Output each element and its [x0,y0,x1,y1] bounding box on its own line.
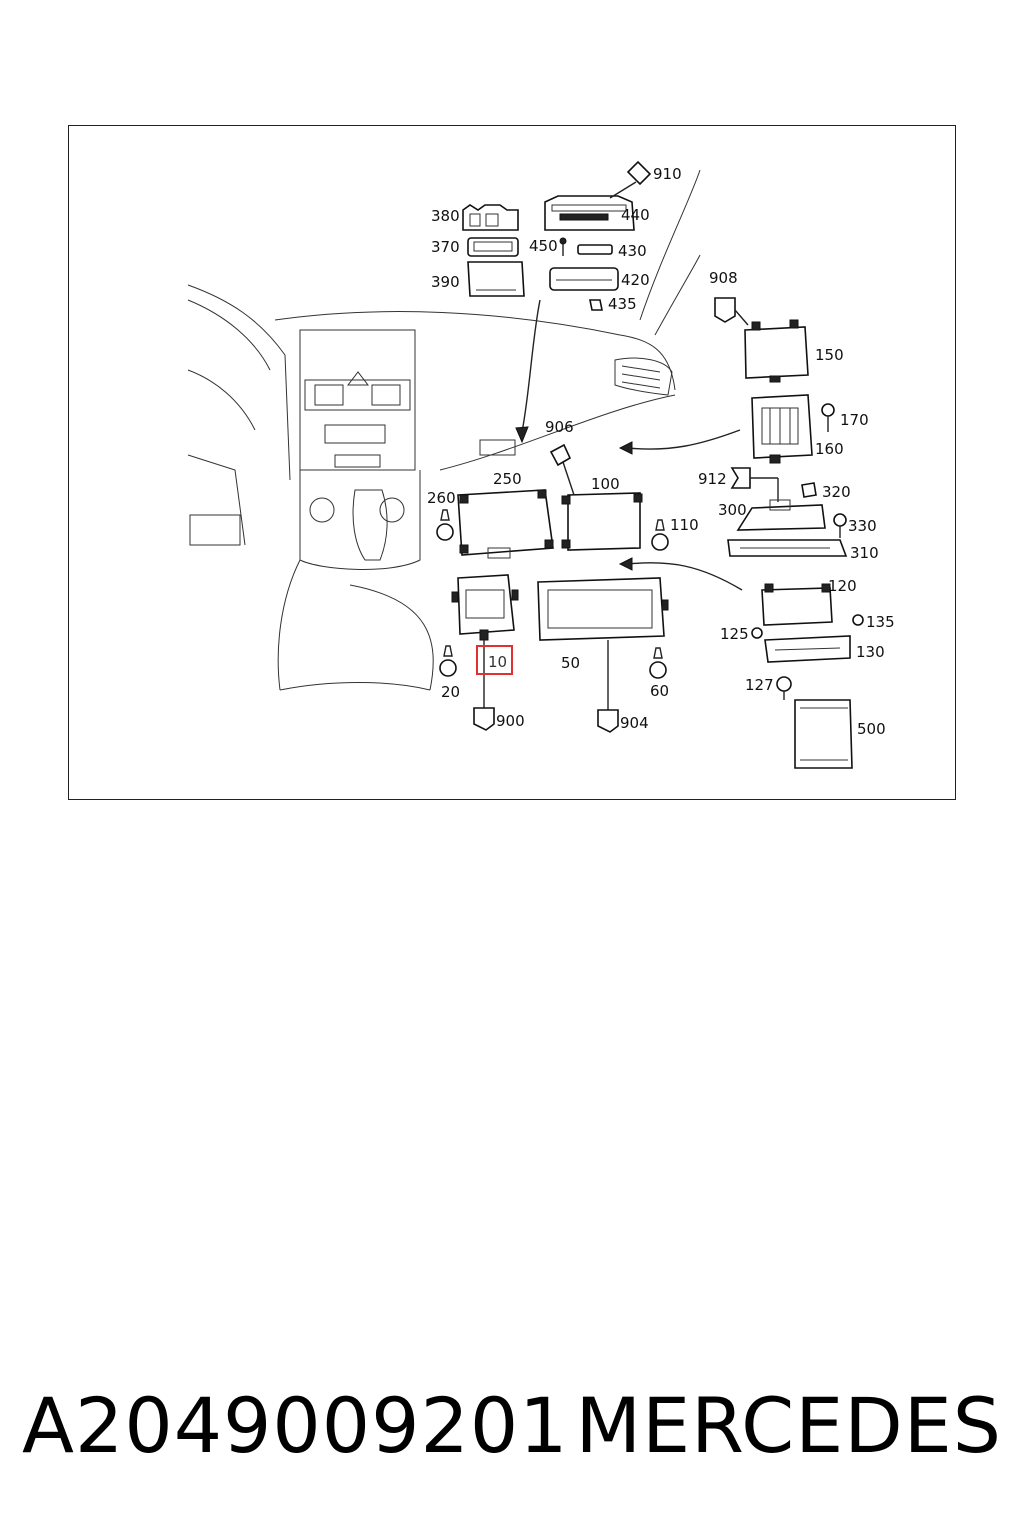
callout-910: 910 [653,165,682,183]
connector-900 [473,707,495,731]
callout-430: 430 [618,242,647,260]
callout-440: 440 [621,206,650,224]
part-170-screw [821,403,835,432]
part-60-bolt [649,647,667,679]
part-260-bolt [436,509,454,541]
part-380-switch [462,204,519,231]
part-125-nut [751,627,763,639]
callout-908: 908 [709,269,738,287]
part-370-switch [467,237,519,257]
dashboard-drawing [187,169,701,691]
part-430-trim [577,244,613,255]
part-127-screw [776,676,792,700]
diagram-frame [68,125,956,800]
callout-500: 500 [857,720,886,738]
connector-906 [549,443,572,467]
callout-380: 380 [431,207,460,225]
connector-904 [597,709,619,733]
callout-127: 127 [745,676,774,694]
part-10-control-unit [451,574,519,708]
part-500-module [794,699,853,769]
caption: A2049009201 MERCEDES [0,1370,1024,1480]
callout-250: 250 [493,470,522,488]
connector-910 [609,160,652,199]
part-310-rail [727,539,848,557]
callout-912: 912 [698,470,727,488]
part-300-bracket [736,499,826,531]
callout-60: 60 [650,682,669,700]
callout-300: 300 [718,501,747,519]
part-390-bracket [467,261,525,297]
callout-390: 390 [431,273,460,291]
part-130-bracket [764,635,851,663]
callout-130: 130 [856,643,885,661]
callout-435: 435 [608,295,637,313]
callout-370: 370 [431,238,460,256]
callout-20: 20 [441,683,460,701]
part-440-control-panel [544,195,635,231]
part-160-fuse-box [751,394,813,464]
callout-906: 906 [545,418,574,436]
callout-170: 170 [840,411,869,429]
part-135-nut [852,614,864,626]
part-330-screw [833,513,847,538]
part-320-clip [801,482,817,498]
callout-135: 135 [866,613,895,631]
callout-125: 125 [720,625,749,643]
callout-330: 330 [848,517,877,535]
part-420-panel [549,267,619,291]
part-20-bolt [439,645,457,677]
callout-120: 120 [828,577,857,595]
callout-50: 50 [561,654,580,672]
part-435-clip [589,299,603,311]
arrows [515,299,743,591]
callout-310: 310 [850,544,879,562]
brand-name: MERCEDES [575,1380,1002,1470]
part-50-module [537,577,669,710]
connector-912 [730,467,779,502]
callout-320: 320 [822,483,851,501]
part-number: A2049009201 [22,1380,569,1470]
callout-904: 904 [620,714,649,732]
callout-450: 450 [529,237,558,255]
callout-100: 100 [591,475,620,493]
callout-900: 900 [496,712,525,730]
part-110-bolt [651,519,669,551]
part-250-module [457,489,554,559]
part-120-module [761,583,833,626]
part-450-screw [559,237,567,256]
highlight-box-part-10 [476,645,513,675]
part-150-module [744,319,809,383]
callout-150: 150 [815,346,844,364]
callout-10: 10 [488,653,507,671]
callout-160: 160 [815,440,844,458]
callout-260: 260 [427,489,456,507]
connector-908 [714,297,749,326]
callout-420: 420 [621,271,650,289]
callout-110: 110 [670,516,699,534]
callout-labels: 910 380 440 370 450 430 390 420 908 435 … [427,165,895,738]
part-100-module [561,461,643,551]
